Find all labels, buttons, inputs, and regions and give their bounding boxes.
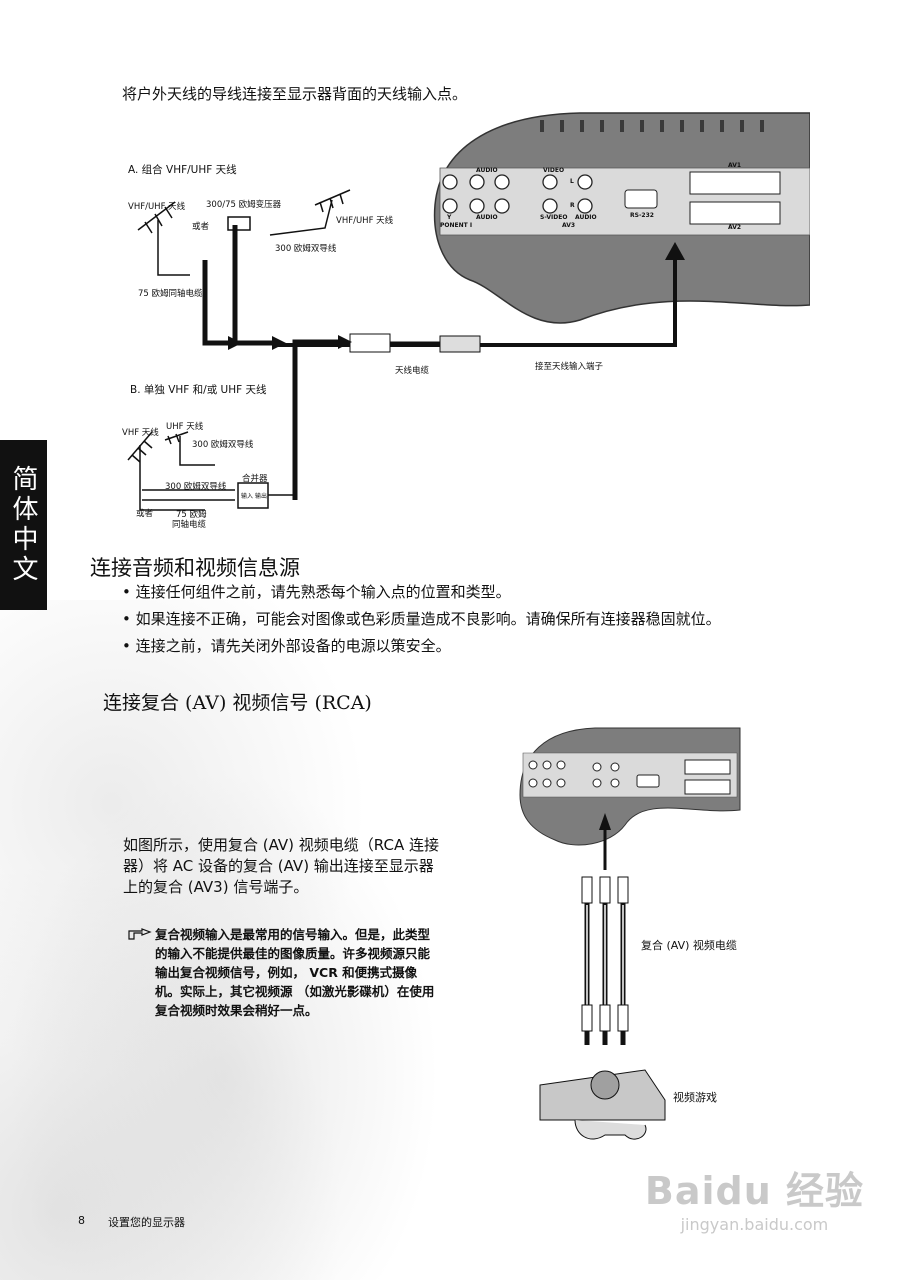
panel-audio1: AUDIO	[476, 167, 498, 174]
coax-b-label-1: 75 欧姆	[176, 510, 207, 520]
section-b-label: B. 单独 VHF 和/或 UHF 天线	[130, 384, 267, 396]
note-text: 复合视频输入是最常用的信号输入。但是，此类型的输入不能提供最佳的图像质量。许多视…	[155, 927, 435, 1018]
pointing-hand-icon	[128, 926, 152, 945]
combiner-out-label: 输出	[255, 493, 268, 500]
panel-audio3: AUDIO	[575, 214, 597, 221]
panel-y: Y	[447, 214, 452, 221]
language-tab-label: 简体中文	[8, 465, 38, 585]
uhf-antenna-label: UHF 天线	[166, 422, 204, 432]
antenna-cable-label: 天线电缆	[395, 366, 430, 376]
section-a-label: A. 组合 VHF/UHF 天线	[128, 164, 237, 176]
coax-b-label-2: 同轴电缆	[172, 520, 207, 530]
watermark-url: jingyan.baidu.com	[680, 1215, 829, 1234]
page-number: 8	[78, 1214, 85, 1227]
language-tab: 简体中文	[0, 440, 47, 610]
av-diagram: 复合 (AV) 视频电缆 视频游戏	[515, 725, 755, 1155]
or-a-label: 或者	[192, 222, 210, 232]
video-game-label: 视频游戏	[673, 1091, 717, 1104]
vhf-uhf-antenna-left-label: VHF/UHF 天线	[128, 202, 186, 212]
panel-rs232: RS-232	[630, 212, 654, 219]
panel-audio2: AUDIO	[476, 214, 498, 221]
vhf-antenna-label: VHF 天线	[122, 428, 159, 438]
bullet-item: • 连接任何组件之前，请先熟悉每个输入点的位置和类型。	[122, 583, 511, 601]
bullet-item: • 连接之前，请先关闭外部设备的电源以策安全。	[122, 637, 451, 655]
av-diagram-art	[519, 727, 741, 1140]
bullet-item: • 如果连接不正确，可能会对图像或色彩质量造成不良影响。请确保所有连接器稳固就位…	[122, 610, 721, 628]
or-b-label: 或者	[136, 509, 154, 519]
panel-svideo: S-VIDEO	[540, 214, 568, 221]
panel-av1: AV1	[728, 162, 742, 169]
watermark: Baidu 经验 jingyan.baidu.com	[645, 1160, 864, 1234]
panel-video: VIDEO	[543, 167, 565, 174]
intro-text: 将户外天线的导线连接至显示器背面的天线输入点。	[122, 85, 468, 103]
twin-lead-a-label: 300 欧姆双导线	[275, 244, 337, 254]
panel-r: R	[570, 202, 575, 209]
twin-lead-b1-label: 300 欧姆双导线	[192, 440, 254, 450]
watermark-brand: Baidu 经验	[644, 1169, 864, 1213]
av-cable-label: 复合 (AV) 视频电缆	[641, 939, 737, 952]
combiner-in-label: 输入	[241, 493, 254, 500]
background-texture	[0, 600, 560, 1280]
transformer-label: 300/75 欧姆变压器	[206, 200, 282, 210]
antenna-diagram: A. 组合 VHF/UHF 天线 VHF/UHF 天线 300/75 欧姆变压器…	[110, 110, 811, 530]
combiner-label: 合并器	[242, 474, 268, 484]
bullet-list: • 连接任何组件之前，请先熟悉每个输入点的位置和类型。 • 如果连接不正确，可能…	[122, 582, 812, 663]
vhf-uhf-antenna-right-label: VHF/UHF 天线	[336, 216, 394, 226]
body-paragraph: 如图所示，使用复合 (AV) 视频电缆（RCA 连接器）将 AC 设备的复合 (…	[123, 836, 439, 896]
panel-l: L	[570, 178, 574, 185]
subsection-title: 连接复合 (AV) 视频信号 (RCA)	[103, 692, 372, 714]
coax-75-label: 75 欧姆同轴电缆	[138, 289, 203, 299]
antenna-diagram-art	[127, 112, 811, 511]
panel-component: PONENT I	[440, 222, 473, 229]
panel-av3: AV3	[562, 222, 576, 229]
section-title: 连接音频和视频信息源	[90, 556, 300, 580]
twin-lead-b2-label: 300 欧姆双导线	[165, 482, 227, 492]
antenna-input-label: 接至天线输入端子	[535, 362, 604, 372]
panel-av2: AV2	[728, 224, 742, 231]
footer-title: 设置您的显示器	[108, 1216, 185, 1229]
